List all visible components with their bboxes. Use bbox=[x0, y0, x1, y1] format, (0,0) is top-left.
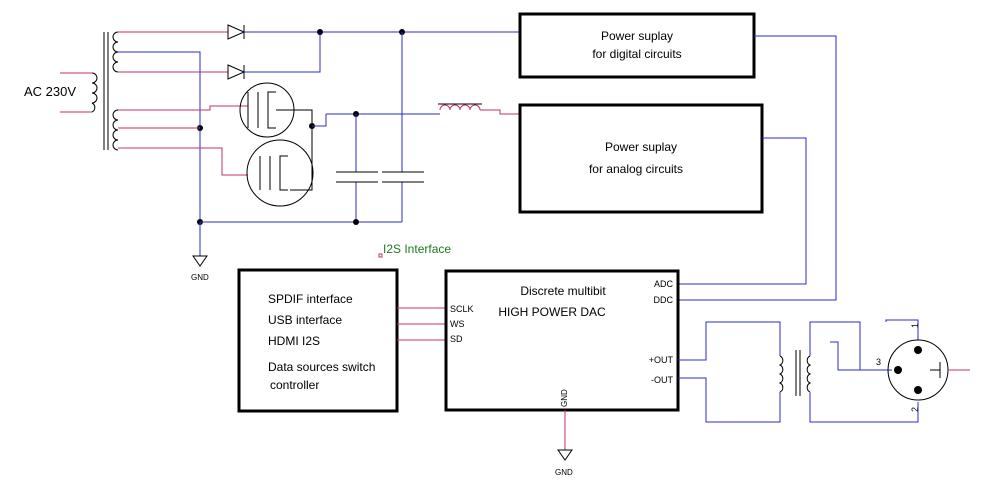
sources-line5: controller bbox=[270, 378, 319, 392]
pin-sd: SD bbox=[450, 334, 463, 344]
psu-digital-line2: for digital circuits bbox=[592, 47, 681, 61]
sources-line4: Data sources switch bbox=[268, 360, 375, 374]
dac-title1: Discrete multibit bbox=[520, 284, 606, 298]
pin-minus-out: -OUT bbox=[651, 375, 673, 385]
analog-supply-wire bbox=[678, 137, 807, 285]
xlr-pin2: 2 bbox=[910, 407, 920, 412]
tube-rectifiers bbox=[118, 82, 327, 207]
xlr-pin1: 1 bbox=[910, 323, 920, 328]
psu-analog-block: Power suplay for analog circuits bbox=[518, 103, 764, 214]
psu-analog-line1: Power suplay bbox=[605, 140, 677, 154]
gnd-label-bottom: GND bbox=[555, 468, 573, 477]
ground-symbol bbox=[557, 449, 573, 461]
sources-block: SPDIF interface USB interface HDMI I2S D… bbox=[237, 268, 399, 413]
dac-block: Discrete multibit HIGH POWER DAC SCLK WS… bbox=[444, 269, 680, 412]
rectifier-diodes bbox=[118, 24, 520, 225]
gnd-label-top: GND bbox=[191, 273, 209, 282]
dac-title2: HIGH POWER DAC bbox=[498, 305, 606, 319]
i2s-label: I2S Interface bbox=[383, 242, 451, 256]
filter-section: GND bbox=[191, 32, 520, 282]
sources-line1: SPDIF interface bbox=[268, 292, 353, 306]
psu-analog-line2: for analog circuits bbox=[589, 162, 683, 176]
mains-transformer: AC 230V bbox=[24, 31, 119, 151]
pin-plus-out: +OUT bbox=[649, 355, 674, 365]
pin-ddc: DDC bbox=[654, 295, 674, 305]
psu-digital-block: Power suplay for digital circuits bbox=[518, 12, 756, 79]
pin-ws: WS bbox=[450, 319, 465, 329]
output-transformer bbox=[678, 321, 919, 423]
pin-gnd: GND bbox=[560, 389, 569, 407]
xlr-connector: 1 2 3 bbox=[876, 319, 970, 412]
xlr-pin3: 3 bbox=[876, 357, 881, 367]
psu-digital-line1: Power suplay bbox=[601, 29, 673, 43]
i2s-bus-wires bbox=[397, 307, 446, 341]
sources-line3: HDMI I2S bbox=[268, 334, 320, 348]
mains-label: AC 230V bbox=[24, 84, 76, 99]
digital-supply-wire bbox=[678, 35, 837, 301]
pin-adc: ADC bbox=[654, 279, 674, 289]
sources-line2: USB interface bbox=[268, 313, 342, 327]
i2s-interface: I2S Interface bbox=[378, 242, 451, 258]
pin-sclk: SCLK bbox=[450, 304, 474, 314]
